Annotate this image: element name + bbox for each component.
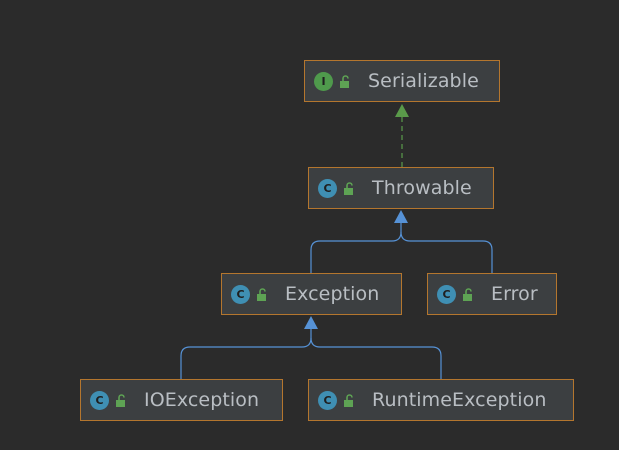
implements-arrowhead <box>395 104 409 117</box>
unlocked-padlock-icon <box>344 393 353 407</box>
class-icon: C <box>318 390 337 410</box>
edge-group-extends-exception <box>180 316 442 379</box>
node-label: Serializable <box>368 70 479 92</box>
node-exception[interactable]: C Exception <box>221 273 402 315</box>
node-label: Throwable <box>372 177 472 199</box>
node-label: Error <box>491 283 538 305</box>
interface-icon: I <box>314 71 333 91</box>
node-serializable[interactable]: I Serializable <box>304 60 500 102</box>
extends-arrowhead <box>304 316 318 329</box>
node-label: Exception <box>285 283 380 305</box>
edge-error-extends-throwable <box>400 231 493 273</box>
edge-group-extends-throwable <box>310 210 493 273</box>
edge-exception-extends-throwable <box>310 222 402 273</box>
node-ioexception[interactable]: C IOException <box>80 379 283 421</box>
extends-arrowhead <box>394 210 408 223</box>
node-runtimeexception[interactable]: C RuntimeException <box>308 379 574 421</box>
unlocked-padlock-icon <box>344 181 353 195</box>
unlocked-padlock-icon <box>257 287 266 301</box>
node-label: RuntimeException <box>372 389 547 411</box>
class-icon: C <box>90 390 109 410</box>
unlocked-padlock-icon <box>340 74 349 88</box>
node-error[interactable]: C Error <box>427 273 557 315</box>
edge-ioexception-extends-exception <box>180 329 312 379</box>
node-label: IOException <box>144 389 260 411</box>
node-throwable[interactable]: C Throwable <box>308 167 494 209</box>
class-icon: C <box>318 178 337 198</box>
edge-throwable-implements-serializable <box>395 104 409 167</box>
class-icon: C <box>231 284 250 304</box>
unlocked-padlock-icon <box>463 287 472 301</box>
class-icon: C <box>437 284 456 304</box>
edge-runtimeexception-extends-exception <box>310 337 442 379</box>
unlocked-padlock-icon <box>116 393 125 407</box>
